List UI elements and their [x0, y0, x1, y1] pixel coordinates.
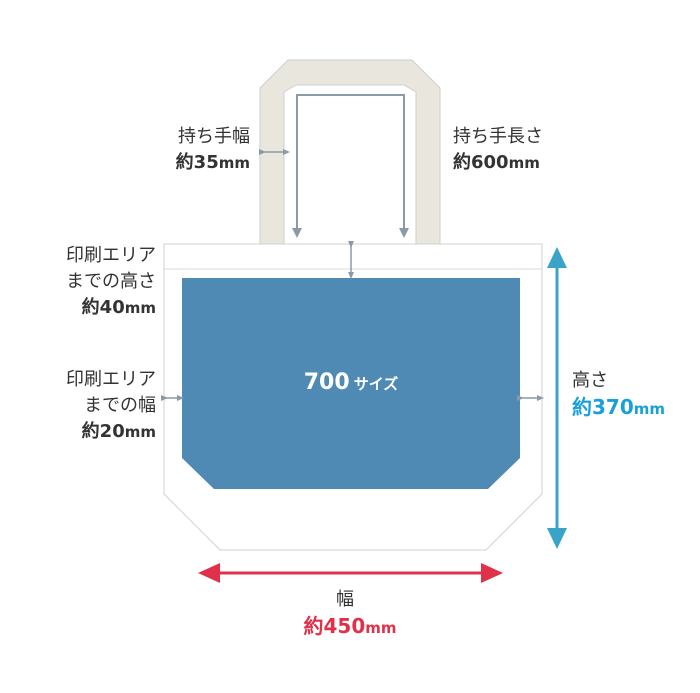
print-side-line2: までの幅 — [84, 395, 156, 416]
width-prefix: 約 — [303, 614, 324, 638]
handle-width-prefix: 約 — [175, 152, 194, 173]
print-top-line2: までの高さ — [66, 271, 156, 292]
handle-width-unit: mm — [218, 154, 250, 172]
print-top-unit: mm — [124, 299, 156, 317]
print-top-label: 印刷エリア までの高さ 約40mm — [40, 243, 156, 321]
height-prefix: 約 — [572, 395, 592, 419]
height-unit: mm — [633, 400, 666, 418]
width-arrow — [198, 563, 503, 583]
height-title: 高さ — [572, 370, 608, 391]
size-suffix: サイズ — [353, 375, 399, 393]
handle-length-arrow-left — [292, 228, 302, 238]
width-title: 幅 — [336, 589, 354, 610]
print-side-prefix: 約 — [81, 421, 100, 442]
handle-length-number: 600 — [471, 152, 509, 173]
print-top-line1: 印刷エリア — [66, 245, 156, 266]
print-top-prefix: 約 — [81, 297, 100, 318]
print-side-unit: mm — [124, 423, 156, 441]
size-number: 700 — [303, 370, 350, 395]
width-unit: mm — [365, 619, 397, 637]
print-side-label: 印刷エリア までの幅 約20mm — [40, 367, 156, 445]
print-side-line1: 印刷エリア — [66, 369, 156, 390]
handle-length-title: 持ち手長さ — [453, 126, 543, 147]
handle-width-label: 持ち手幅 約35mm — [120, 124, 250, 176]
height-arrow — [547, 247, 567, 549]
width-label: 幅 約450mm — [250, 587, 450, 641]
print-area — [182, 278, 520, 489]
handle-length-label: 持ち手長さ 約600mm — [453, 124, 543, 176]
handle-length-arrow-right — [399, 228, 409, 238]
handle-width-number: 35 — [193, 152, 219, 173]
handle-length-guide — [296, 94, 405, 233]
handle-width-title: 持ち手幅 — [178, 126, 250, 147]
print-top-number: 40 — [99, 297, 125, 318]
height-label: 高さ 約370mm — [572, 368, 665, 422]
handle-length-unit: mm — [508, 154, 540, 172]
width-number: 450 — [323, 614, 366, 638]
height-number: 370 — [592, 395, 634, 419]
print-side-number: 20 — [99, 421, 125, 442]
handle-length-prefix: 約 — [453, 152, 471, 173]
